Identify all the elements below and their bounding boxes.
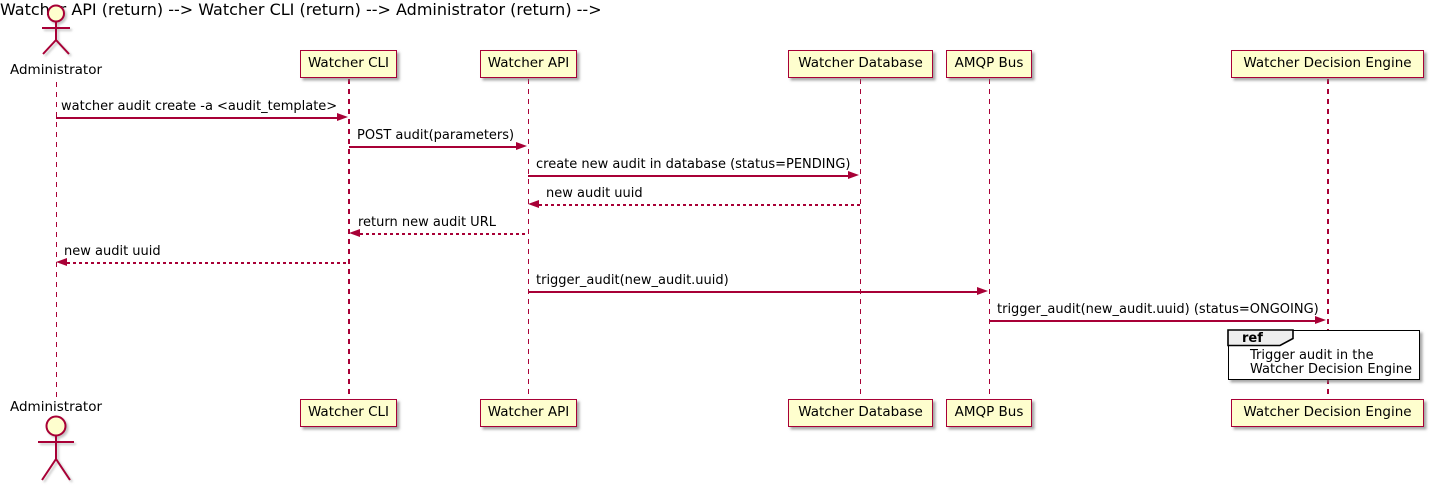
administrator-label-top: Administrator xyxy=(9,62,103,78)
message-3-label: create new audit in database (status=PEN… xyxy=(536,157,851,172)
message-5-arrowhead-icon xyxy=(349,229,360,237)
lifeline-amqp-bus xyxy=(988,79,990,399)
administrator-actor-icon-bottom xyxy=(38,415,74,481)
ref-tag-label: ref xyxy=(1242,331,1263,346)
message-1-arrowhead-icon xyxy=(337,113,348,121)
message-7-line xyxy=(528,291,978,293)
message-8-line xyxy=(989,320,1316,322)
message-8-arrowhead-icon xyxy=(1315,316,1326,324)
lifeline-watcher-cli xyxy=(348,79,350,399)
lifeline-watcher-api xyxy=(527,79,529,399)
message-6-label: new audit uuid xyxy=(64,244,161,259)
message-5-label: return new audit URL xyxy=(358,215,496,230)
message-4-arrowhead-icon xyxy=(528,200,539,208)
message-5-line xyxy=(360,233,528,235)
lifeline-watcher-decision-engine xyxy=(1327,79,1329,399)
ref-text-line-1: Trigger audit in the xyxy=(1250,348,1374,363)
message-6-line xyxy=(67,262,349,264)
lifeline-watcher-database xyxy=(859,79,861,399)
message-8-label: trigger_audit(new_audit.uuid) (status=ON… xyxy=(997,302,1319,317)
participant-watcher-api-top: Watcher API xyxy=(480,50,577,78)
message-6-arrowhead-icon xyxy=(56,258,67,266)
participant-amqp-bus-top: AMQP Bus xyxy=(946,50,1032,78)
message-3-line xyxy=(528,175,849,177)
administrator-label-bottom: Administrator xyxy=(9,399,103,415)
participant-watcher-api-bottom: Watcher API xyxy=(480,399,577,427)
ref-tag-shape-icon xyxy=(1227,329,1295,347)
message-4-label: new audit uuid xyxy=(546,186,643,201)
message-7-arrowhead-icon xyxy=(977,287,988,295)
participant-watcher-cli-top: Watcher CLI xyxy=(300,50,397,78)
message-2-label: POST audit(parameters) xyxy=(357,128,515,143)
participant-watcher-database-top: Watcher Database xyxy=(788,50,933,78)
participant-amqp-bus-bottom: AMQP Bus xyxy=(946,399,1032,427)
message-7-label: trigger_audit(new_audit.uuid) xyxy=(536,273,729,288)
participant-watcher-decision-engine-bottom: Watcher Decision Engine xyxy=(1231,399,1424,427)
lifeline-administrator xyxy=(55,82,57,400)
message-1-label: watcher audit create -a <audit_template> xyxy=(61,99,338,114)
message-2-line xyxy=(349,146,517,148)
message-3-arrowhead-icon xyxy=(848,171,859,179)
ref-text-line-2: Watcher Decision Engine xyxy=(1250,362,1412,377)
participant-watcher-decision-engine-top: Watcher Decision Engine xyxy=(1231,50,1424,78)
message-2-arrowhead-icon xyxy=(516,142,527,150)
message-1-line xyxy=(56,117,338,119)
ref-fragment: ref Trigger audit in the Watcher Decisio… xyxy=(1227,329,1420,380)
message-4-line xyxy=(539,204,860,206)
participant-watcher-cli-bottom: Watcher CLI xyxy=(300,399,397,427)
administrator-actor-icon xyxy=(42,4,70,55)
participant-watcher-database-bottom: Watcher Database xyxy=(788,399,933,427)
